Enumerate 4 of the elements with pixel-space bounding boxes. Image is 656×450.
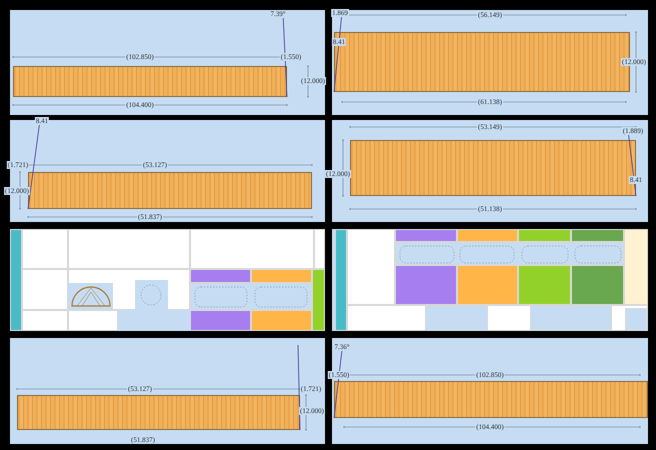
wood-board	[334, 381, 648, 418]
wood-board	[28, 172, 312, 209]
wood-board	[17, 395, 300, 430]
wood-board	[13, 66, 287, 97]
